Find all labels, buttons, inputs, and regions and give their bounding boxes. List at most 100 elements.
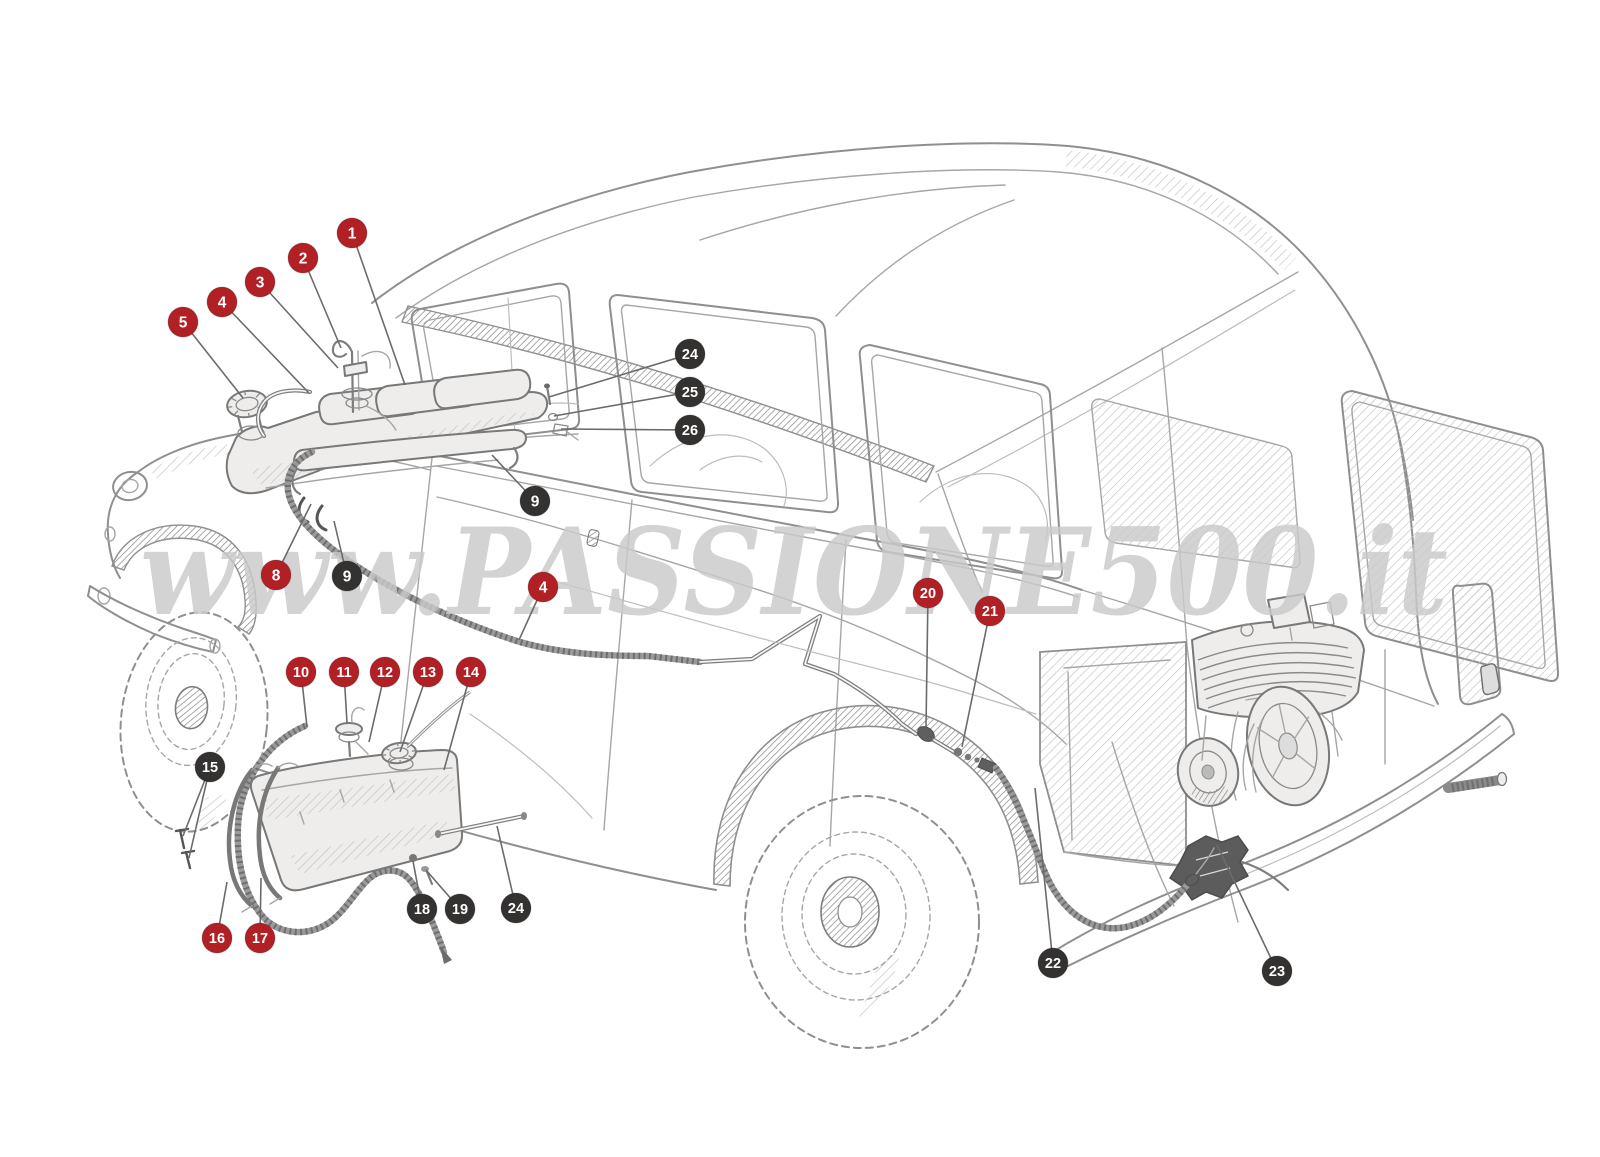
part-callout-22: 22 — [1034, 787, 1069, 979]
svg-text:5: 5 — [179, 315, 188, 332]
svg-text:16: 16 — [209, 931, 225, 947]
front-bumper — [87, 585, 221, 654]
svg-text:21: 21 — [982, 604, 998, 620]
svg-text:2: 2 — [299, 251, 308, 268]
side-marker-light — [104, 526, 116, 542]
aux-tank-body — [249, 749, 464, 892]
taillight — [1480, 663, 1500, 696]
svg-text:13: 13 — [420, 665, 436, 681]
svg-text:19: 19 — [452, 902, 468, 918]
svg-text:15: 15 — [202, 760, 218, 776]
engine-assembly — [1039, 593, 1386, 907]
part-callout-24: 24 — [496, 825, 532, 924]
rear-wheel-arch — [713, 704, 1039, 887]
svg-text:14: 14 — [463, 665, 479, 681]
main-fuel-tank-assembly — [225, 340, 579, 532]
callout-circle-25 — [674, 376, 706, 408]
svg-text:18: 18 — [414, 902, 430, 918]
filler-cap — [226, 389, 268, 419]
air-intake — [1309, 601, 1335, 629]
callout-circle-4 — [527, 571, 559, 603]
small-fasteners — [544, 383, 579, 441]
part-callout-16: 16 — [201, 881, 233, 954]
fuel-gauge-sender — [331, 340, 397, 431]
callout-circle-24 — [674, 338, 706, 370]
rear-corner-trim — [1451, 582, 1502, 706]
svg-text:10: 10 — [293, 665, 309, 681]
part-callout-8: 8 — [260, 503, 312, 591]
callout-circle-4 — [206, 286, 238, 318]
part-callout-26: 26 — [560, 414, 706, 446]
callout-circle-9 — [331, 560, 363, 592]
exhaust-tip — [1443, 771, 1508, 793]
right-rear-window — [1340, 389, 1560, 682]
callout-circle-15 — [194, 751, 226, 783]
callout-circle-2 — [287, 242, 319, 274]
callout-circle-16 — [201, 922, 233, 954]
part-callout-2: 2 — [287, 242, 342, 349]
aux-vent-pipe — [406, 690, 471, 748]
callout-circle-23 — [1261, 955, 1293, 987]
callout-circle-22 — [1037, 947, 1069, 979]
part-callout-11: 11 — [328, 656, 360, 724]
part-callout-23: 23 — [1216, 844, 1293, 987]
part-callout-25: 25 — [553, 376, 706, 417]
support-rod — [435, 812, 527, 838]
callout-circle-17 — [244, 922, 276, 954]
part-callout-9: 9 — [491, 454, 551, 517]
callout-circle-24 — [500, 892, 532, 924]
svg-text:20: 20 — [920, 586, 936, 602]
rear-wheel — [744, 795, 980, 1049]
callout-circle-21 — [974, 595, 1006, 627]
pipe-grommet — [586, 529, 600, 547]
callout-circle-8 — [260, 559, 292, 591]
callout-circle-12 — [369, 656, 401, 688]
dynamo-pulley — [1176, 737, 1240, 807]
callout-circle-14 — [455, 656, 487, 688]
svg-text:17: 17 — [252, 931, 268, 947]
part-callout-24: 24 — [548, 338, 706, 398]
svg-text:26: 26 — [682, 423, 698, 439]
part-callout-17: 17 — [244, 877, 276, 954]
callout-circle-19 — [444, 893, 476, 925]
fuel-pipe-front — [255, 388, 313, 439]
part-callout-3: 3 — [244, 266, 339, 369]
svg-text:23: 23 — [1269, 964, 1285, 980]
fuel-pump — [1169, 835, 1290, 901]
door-window — [608, 294, 840, 514]
callout-circle-20 — [912, 577, 944, 609]
auxiliary-fuel-tank-assembly — [174, 690, 593, 964]
part-callout-1: 1 — [336, 217, 406, 386]
part-callout-20: 20 — [912, 577, 944, 728]
far-side-window — [1090, 398, 1301, 569]
svg-text:24: 24 — [682, 347, 698, 363]
callout-circle-9 — [519, 485, 551, 517]
part-callout-18: 18 — [406, 860, 438, 925]
svg-text:24: 24 — [508, 901, 524, 917]
callout-circle-11 — [328, 656, 360, 688]
part-callout-10: 10 — [285, 656, 317, 728]
aux-fuel-hose — [234, 722, 452, 964]
fuel-line-run — [284, 448, 1215, 932]
callout-circle-1 — [336, 217, 368, 249]
svg-text:4: 4 — [539, 580, 548, 597]
svg-text:9: 9 — [531, 494, 540, 511]
part-callout-15: 15 — [182, 751, 226, 859]
aux-tank-straps — [226, 765, 283, 909]
aux-sender-unit — [335, 706, 369, 758]
front-wheel — [119, 611, 269, 833]
part-callout-12: 12 — [368, 656, 401, 743]
front-wheel-arch — [111, 524, 257, 635]
hose-fitting — [977, 757, 997, 774]
svg-text:25: 25 — [682, 385, 698, 401]
car-body-artwork — [87, 142, 1560, 1049]
svg-text:12: 12 — [377, 665, 393, 681]
cooling-fan — [1245, 685, 1331, 807]
part-callout-4: 4 — [206, 286, 310, 394]
part-callout-4: 4 — [518, 571, 559, 641]
callout-circle-3 — [244, 266, 276, 298]
svg-text:22: 22 — [1045, 956, 1061, 972]
aux-filler-cap — [381, 741, 417, 765]
svg-text:3: 3 — [256, 275, 265, 292]
